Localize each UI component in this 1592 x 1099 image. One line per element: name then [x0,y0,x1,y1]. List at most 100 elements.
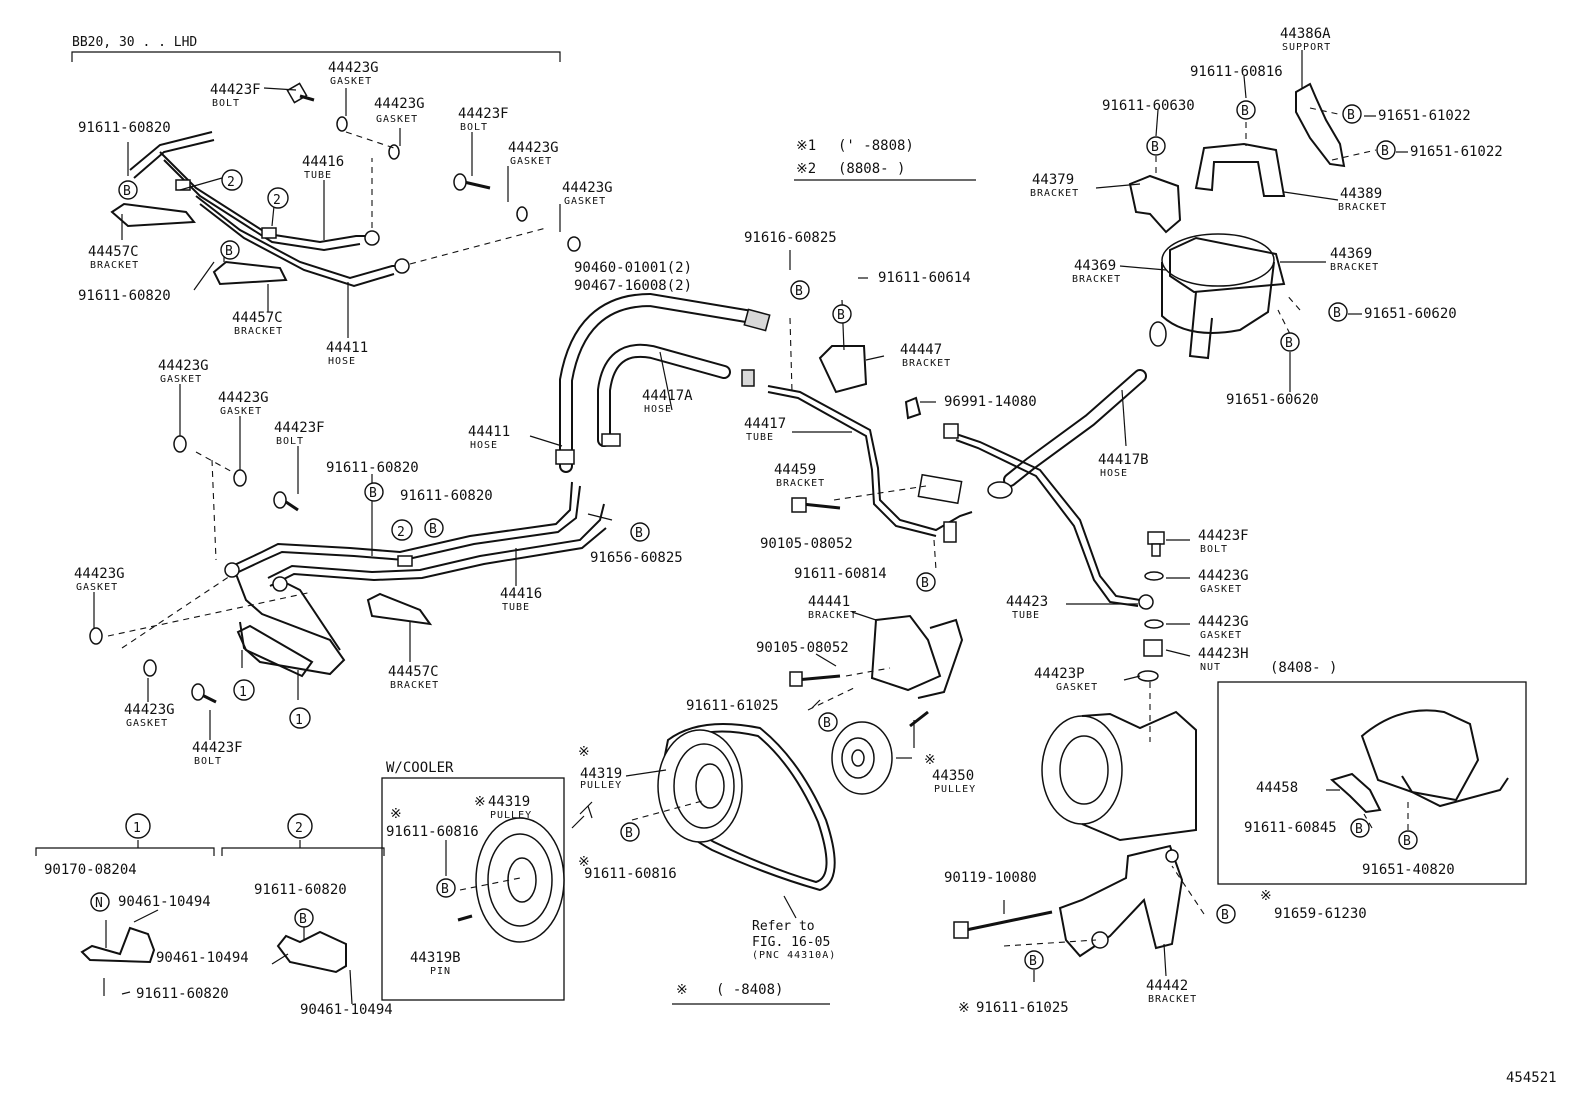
b-symbol: B [630,522,650,542]
part-name: GASKET [1200,584,1242,595]
b-symbol: B [1216,904,1236,924]
legend-range-2: (8808- ) [838,161,905,177]
bottom-legend-range: ( -8408) [716,982,783,998]
svg-text:B: B [1241,104,1249,119]
part-number: 91611-60614 [878,270,971,286]
part-number: 44416 [302,154,344,170]
part-number: 91611-60820 [326,460,419,476]
part-number: 91611-60816 [386,824,479,840]
clamp-details [35,840,385,1005]
part-number: 91611-60820 [78,120,171,136]
b-symbol: B [424,518,444,538]
b-symbol: B [1280,332,1300,352]
part-number: 91656-60825 [590,550,683,566]
b-symbol: B [220,240,240,260]
part-number: 91611-60816 [584,866,677,882]
refer-line-3: (PNC 44310A) [752,950,836,961]
part-name: GASKET [376,114,418,125]
refer-note: Refer to FIG. 16-05 (PNC 44310A) [752,895,836,961]
marker-star: ※ [474,794,486,810]
part-number: 91611-61025 [976,1000,1069,1016]
part-name: SUPPORT [1282,42,1331,53]
part-number: 44423G [1198,568,1249,584]
part-name: HOSE [328,356,356,367]
part-number: 91611-60820 [78,288,171,304]
upper-left-leaders [121,87,561,338]
part-number: 91611-60820 [400,488,493,504]
group-2-label: 2 [287,813,313,839]
part-name: GASKET [510,156,552,167]
part-number: 44423G [74,566,125,582]
callout-1: 1 [289,707,311,729]
part-number: 44350 [932,768,974,784]
svg-text:B: B [1285,336,1293,351]
part-number: 44423F [192,740,243,756]
marker-star: ※ [924,752,936,768]
b-symbol: B [832,304,852,324]
part-number: 44423G [328,60,379,76]
svg-text:B: B [795,284,803,299]
svg-text:B: B [1029,954,1037,969]
part-name: GASKET [564,196,606,207]
part-name: PULLEY [490,810,532,821]
svg-text:N: N [95,896,103,911]
center-hoses [555,292,973,728]
part-number: 44386A [1280,26,1331,42]
part-name: BRACKET [1148,994,1197,1005]
part-number: 44459 [774,462,816,478]
part-name: BRACKET [902,358,951,369]
part-number: 91611-60845 [1244,820,1337,836]
b-symbol: B [436,878,456,898]
svg-text:B: B [1347,108,1355,123]
svg-text:B: B [299,912,307,927]
part-number: 44423G [508,140,559,156]
part-number: 44411 [468,424,510,440]
svg-text:1: 1 [239,685,247,700]
part-name: BOLT [194,756,222,767]
callout-2: 2 [391,519,413,541]
part-name: BRACKET [1338,202,1387,213]
part-number: 44423G [562,180,613,196]
part-name: GASKET [160,374,202,385]
callout-2: 2 [267,187,289,209]
part-name: PULLEY [934,784,976,795]
part-name: HOSE [470,440,498,451]
svg-text:B: B [921,576,929,591]
part-number: 44379 [1032,172,1074,188]
marker-star: ※ [958,1000,970,1016]
part-name: GASKET [220,406,262,417]
b-symbol: B [790,280,810,300]
part-number: 91651-40820 [1362,862,1455,878]
part-number: 91651-60620 [1226,392,1319,408]
n-symbol: N [90,892,110,912]
svg-text:B: B [1403,834,1411,849]
svg-text:B: B [1381,144,1389,159]
part-number: 44417 [744,416,786,432]
part-name: BRACKET [390,680,439,691]
b-symbol: B [1350,818,1370,838]
svg-text:2: 2 [397,525,405,540]
figure-id: 454521 [1506,1070,1557,1086]
svg-text:B: B [441,882,449,897]
marker-star: ※ [578,744,590,760]
part-name: BOLT [460,122,488,133]
part-number: 44423F [210,82,261,98]
svg-text:B: B [837,308,845,323]
part-name: TUBE [502,602,530,613]
part-number: 44423G [218,390,269,406]
legend-mark-2: ※2 [796,161,816,177]
part-number: 90170-08204 [44,862,137,878]
part-number: 44319 [488,794,530,810]
group-1-label: 1 [125,813,151,839]
b-symbols: B B B B B B B B B B B B B B B B B B B B … [90,100,1418,970]
part-number: 44423G [158,358,209,374]
b-symbol: B [294,908,314,928]
part-name: GASKET [126,718,168,729]
b-symbol: B [1398,830,1418,850]
part-number: 90105-08052 [756,640,849,656]
part-name: GASKET [1056,682,1098,693]
part-number: 44457C [232,310,283,326]
part-number: 44441 [808,594,850,610]
legend-range-1: (' -8808) [838,138,914,154]
part-number: 44369 [1330,246,1372,262]
